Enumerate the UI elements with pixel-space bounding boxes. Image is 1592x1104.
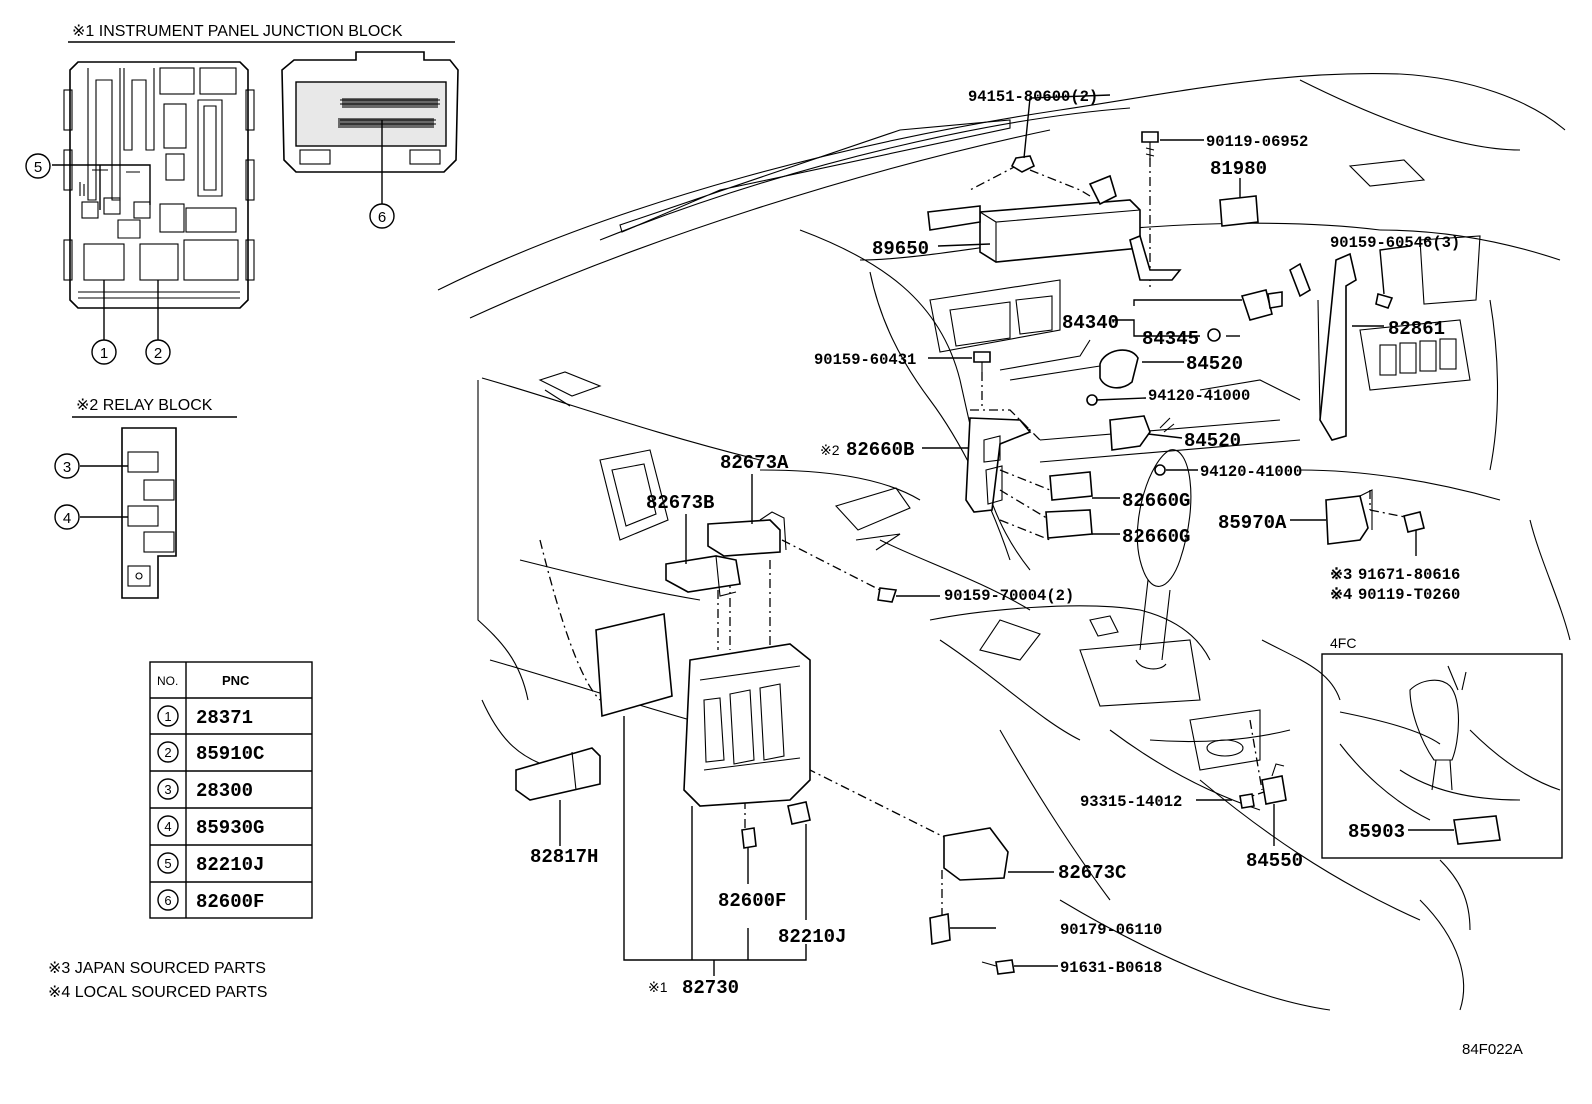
table-row: 1 28371 bbox=[157, 705, 253, 729]
callout-3: 3 bbox=[54, 453, 80, 479]
label-84520-lower: 84520 bbox=[1184, 430, 1241, 452]
label-89650: 89650 bbox=[872, 238, 929, 260]
table-row: 5 82210J bbox=[157, 852, 264, 876]
junction-block-header: ※1 INSTRUMENT PANEL JUNCTION BLOCK bbox=[68, 23, 455, 43]
label-90119-06952: 90119-06952 bbox=[1206, 133, 1308, 151]
junction-block-title: ※1 INSTRUMENT PANEL JUNCTION BLOCK bbox=[72, 23, 403, 40]
label-85903: 85903 bbox=[1348, 821, 1405, 843]
label-82673A: 82673A bbox=[720, 452, 789, 474]
callout-4: 4 bbox=[54, 504, 80, 530]
pnc-table: NO. PNC 1 28371 2 85910C 3 28300 4 85930… bbox=[149, 661, 313, 919]
table-row: 4 85930G bbox=[157, 815, 264, 839]
svg-text:6: 6 bbox=[378, 209, 386, 226]
label-82730: 82730 bbox=[682, 977, 739, 999]
svg-text:85930G: 85930G bbox=[196, 817, 264, 839]
dashboard-outline bbox=[437, 73, 1571, 1011]
svg-text:3: 3 bbox=[63, 459, 71, 476]
label-82210J: 82210J bbox=[778, 926, 846, 948]
label-81980: 81980 bbox=[1210, 158, 1267, 180]
relay-block bbox=[80, 427, 177, 599]
label-84340: 84340 bbox=[1062, 312, 1119, 334]
callout-6: 6 bbox=[369, 203, 395, 229]
label-90159-60431: 90159-60431 bbox=[814, 351, 916, 369]
label-82660G-upper: 82660G bbox=[1122, 490, 1190, 512]
svg-text:85910C: 85910C bbox=[196, 743, 264, 765]
svg-text:3: 3 bbox=[164, 782, 171, 797]
table-header-no: NO. bbox=[157, 674, 178, 688]
junction-block-rear-view bbox=[281, 51, 459, 205]
label-82673C: 82673C bbox=[1058, 862, 1126, 884]
relay-block-header: ※2 RELAY BLOCK bbox=[72, 397, 237, 418]
table-row: 2 85910C bbox=[157, 741, 264, 765]
svg-text:28371: 28371 bbox=[196, 707, 253, 729]
svg-text:28300: 28300 bbox=[196, 780, 253, 802]
label-90159-70004: 90159-70004(2) bbox=[944, 587, 1074, 605]
note-japan-sourced: ※3 JAPAN SOURCED PARTS bbox=[48, 960, 266, 977]
label-90119-t0260-mark: ※4 bbox=[1330, 586, 1352, 604]
label-82817H: 82817H bbox=[530, 846, 598, 868]
label-84520-upper: 84520 bbox=[1186, 353, 1243, 375]
svg-text:2: 2 bbox=[164, 745, 171, 760]
label-91671-80616: 91671-80616 bbox=[1358, 566, 1460, 584]
label-94151-80600: 94151-80600(2) bbox=[968, 88, 1098, 106]
inset-4fc: 4FC 85903 bbox=[1321, 635, 1563, 859]
svg-text:4: 4 bbox=[63, 510, 71, 527]
part-shapes bbox=[515, 131, 1425, 975]
table-row: 3 28300 bbox=[157, 778, 253, 802]
assembly-lines bbox=[539, 158, 1421, 920]
callout-5: 5 bbox=[25, 153, 51, 179]
label-82730-mark: ※1 bbox=[648, 979, 668, 995]
diagram-code: 84F022A bbox=[1462, 1041, 1523, 1058]
svg-text:5: 5 bbox=[34, 159, 42, 176]
leader-lines bbox=[559, 94, 1417, 976]
label-82660B: 82660B bbox=[846, 439, 914, 461]
svg-text:1: 1 bbox=[164, 709, 171, 724]
table-row: 6 82600F bbox=[157, 889, 264, 913]
label-94120-41000-upper: 94120-41000 bbox=[1148, 387, 1250, 405]
label-82660G-lower: 82660G bbox=[1122, 526, 1190, 548]
inset-title: 4FC bbox=[1330, 635, 1356, 651]
label-84345: 84345 bbox=[1142, 328, 1199, 350]
label-91671-mark: ※3 bbox=[1330, 566, 1352, 584]
svg-text:2: 2 bbox=[154, 345, 162, 362]
callout-2: 2 bbox=[145, 339, 171, 365]
label-94120-41000-lower: 94120-41000 bbox=[1200, 463, 1302, 481]
label-82673B: 82673B bbox=[646, 492, 714, 514]
junction-block-front-view bbox=[52, 61, 255, 340]
label-90159-60546: 90159-60546(3) bbox=[1330, 234, 1460, 252]
svg-text:1: 1 bbox=[100, 345, 108, 362]
relay-block-title: ※2 RELAY BLOCK bbox=[76, 397, 213, 414]
svg-text:82600F: 82600F bbox=[196, 891, 264, 913]
callout-1: 1 bbox=[91, 339, 117, 365]
label-90119-T0260: 90119-T0260 bbox=[1358, 586, 1460, 604]
svg-text:5: 5 bbox=[164, 856, 171, 871]
label-82660b-mark: ※2 bbox=[820, 442, 840, 458]
svg-text:6: 6 bbox=[164, 893, 171, 908]
label-85970A: 85970A bbox=[1218, 512, 1287, 534]
svg-text:82210J: 82210J bbox=[196, 854, 264, 876]
label-91631-B0618: 91631-B0618 bbox=[1060, 959, 1162, 977]
label-82600F: 82600F bbox=[718, 890, 786, 912]
table-header-pnc: PNC bbox=[222, 673, 250, 688]
note-local-sourced: ※4 LOCAL SOURCED PARTS bbox=[48, 984, 267, 1001]
callout-circles: 5 6 1 2 3 4 bbox=[25, 153, 395, 530]
label-90179-06110: 90179-06110 bbox=[1060, 921, 1162, 939]
part-labels: 94151-80600(2) 90119-06952 81980 89650 9… bbox=[530, 88, 1460, 999]
svg-text:4: 4 bbox=[164, 819, 171, 834]
label-82861: 82861 bbox=[1388, 318, 1445, 340]
label-93315-14012: 93315-14012 bbox=[1080, 793, 1182, 811]
label-84550: 84550 bbox=[1246, 850, 1303, 872]
